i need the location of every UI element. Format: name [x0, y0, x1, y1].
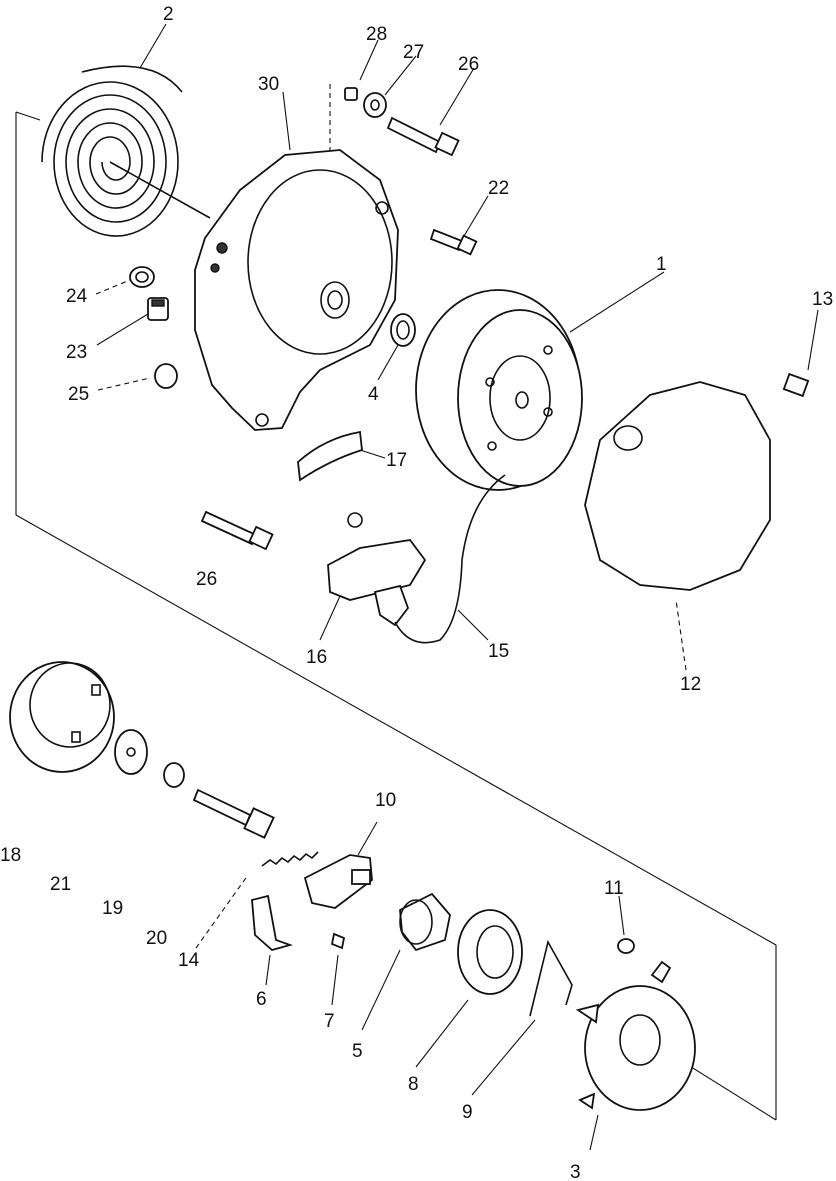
- pad-17: [297, 430, 363, 482]
- label-22: 22: [488, 178, 509, 199]
- bolt-22: [429, 228, 478, 256]
- starter-pulley: [415, 289, 583, 491]
- label-30: 30: [258, 74, 279, 95]
- label-17: 17: [386, 450, 407, 471]
- pawl-10: [303, 854, 373, 909]
- label-21: 21: [50, 874, 71, 895]
- label-4: 4: [368, 384, 379, 405]
- label-9: 9: [462, 1102, 473, 1123]
- label-11: 11: [604, 878, 624, 899]
- label-16: 16: [306, 647, 327, 668]
- label-28: 28: [366, 24, 387, 45]
- label-13: 13: [812, 289, 833, 310]
- spacer-25: [154, 363, 178, 389]
- label-10: 10: [375, 790, 396, 811]
- handle-16: [327, 512, 427, 627]
- label-26-lower: 26: [196, 569, 217, 590]
- label-1: 1: [656, 254, 667, 275]
- label-7: 7: [324, 1011, 335, 1032]
- label-15: 15: [488, 641, 509, 662]
- bolt-26-top: [386, 116, 460, 157]
- label-24: 24: [66, 286, 88, 307]
- bushing-5: [399, 892, 451, 952]
- spring-14: [261, 851, 319, 867]
- rope-15: [394, 474, 506, 644]
- label-20: 20: [146, 928, 167, 949]
- cover-12: [584, 381, 771, 591]
- bracket-6: [251, 894, 293, 951]
- spring-wire-9: [529, 939, 573, 1017]
- label-14: 14: [178, 950, 200, 971]
- label-27: 27: [403, 42, 424, 63]
- bushing-24: [129, 266, 155, 288]
- washer-19: [163, 762, 185, 788]
- label-23: 23: [66, 342, 87, 363]
- label-25: 25: [68, 384, 89, 405]
- label-19: 19: [102, 898, 123, 919]
- plate-3: [575, 960, 696, 1111]
- starter-housing: [194, 149, 399, 431]
- label-3: 3: [570, 1162, 581, 1181]
- label-18: 18: [0, 845, 21, 866]
- nut-28: [344, 87, 358, 101]
- drive-cup-18: [9, 661, 115, 773]
- plate-8: [457, 909, 523, 995]
- pin-7: [330, 932, 346, 950]
- label-6: 6: [256, 989, 267, 1010]
- seal-4: [390, 313, 416, 347]
- bolt-26-lower: [200, 510, 274, 551]
- label-8: 8: [408, 1074, 419, 1095]
- fitting-23: [147, 297, 169, 321]
- washer-21: [114, 729, 148, 775]
- washer-11: [617, 938, 635, 954]
- bolt-20: [192, 788, 275, 839]
- recoil-spring: [41, 65, 211, 237]
- label-26-top: 26: [458, 54, 479, 75]
- label-12: 12: [680, 674, 701, 695]
- callout-labels: 2 28 27 26 30 22 1 13 24 23 4 25 17 26 1…: [0, 4, 833, 1181]
- screw-13: [782, 372, 810, 398]
- washer-27: [363, 92, 387, 118]
- label-5: 5: [352, 1041, 363, 1062]
- label-2: 2: [163, 4, 174, 25]
- leader-lines: [95, 23, 819, 1151]
